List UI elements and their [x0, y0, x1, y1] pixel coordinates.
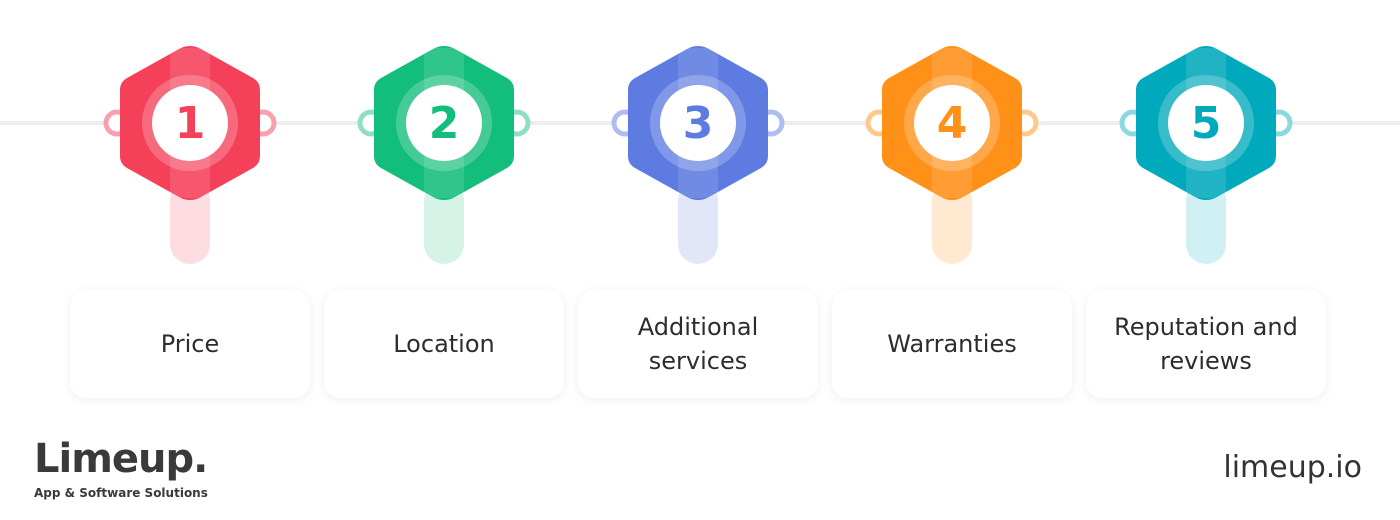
step-label: Price: [160, 330, 220, 358]
brand-tagline: App & Software Solutions: [34, 486, 208, 500]
step-card: Location: [324, 290, 564, 398]
step-label: Warranties: [887, 330, 1017, 358]
step-label: Additional services: [637, 313, 759, 375]
step-label: Reputation and reviews: [1114, 313, 1298, 375]
number-circle: [660, 85, 736, 161]
number-circle: [152, 85, 228, 161]
number-circle: [406, 85, 482, 161]
step-label: Location: [393, 330, 495, 358]
step-hexagon-badge: [611, 46, 785, 200]
step-card: Price: [70, 290, 310, 398]
website-link[interactable]: limeup.io: [1223, 450, 1362, 485]
step-number: 1: [174, 98, 206, 149]
step-hexagon-badge: [103, 46, 277, 200]
step-hexagon-badge: [1119, 46, 1293, 200]
brand-logo: Limeup. App & Software Solutions: [34, 436, 208, 500]
step-number: 3: [682, 98, 714, 149]
step-hexagon-badge: [865, 46, 1039, 200]
step-number: 2: [428, 98, 460, 149]
step-number: 5: [1190, 98, 1222, 149]
step-number: 4: [936, 98, 968, 149]
step-hexagon-badge: [357, 46, 531, 200]
number-circle: [914, 85, 990, 161]
number-circle: [1168, 85, 1244, 161]
brand-name: Limeup.: [34, 436, 208, 482]
step-card: Reputation and reviews: [1086, 290, 1326, 398]
step-card: Additional services: [578, 290, 818, 398]
step-card: Warranties: [832, 290, 1072, 398]
